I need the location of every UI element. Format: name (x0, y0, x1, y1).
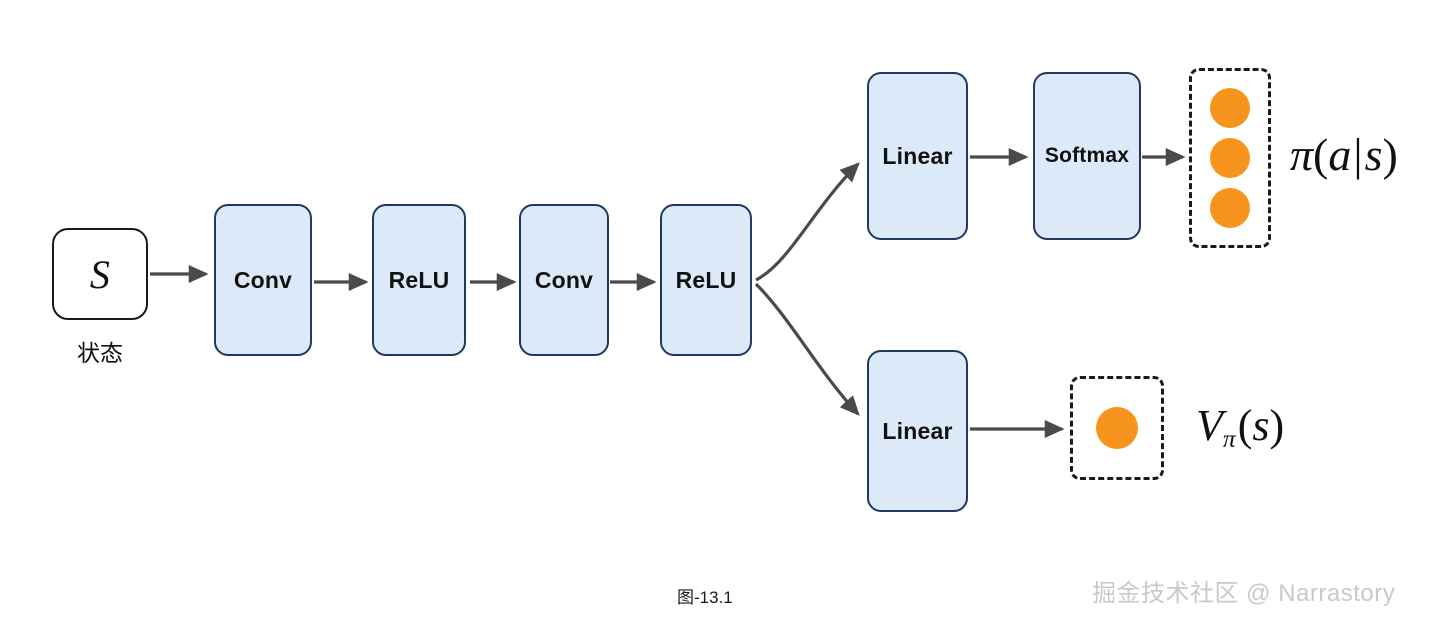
node-state[interactable]: S (52, 228, 148, 320)
policy-label-bar: | (1353, 129, 1363, 180)
value-label-v: V (1196, 401, 1223, 450)
node-conv-2-label: Conv (534, 266, 594, 293)
value-label-open-paren: ( (1237, 401, 1253, 450)
value-label-pi-subscript: π (1222, 424, 1236, 454)
value-label: Vπ(s) (1196, 404, 1284, 452)
arrow-relu2-to-value-linear (754, 282, 860, 416)
watermark: 掘金技术社区 @ Narrastory (1092, 580, 1396, 607)
value-output-group (1070, 376, 1164, 480)
policy-output-dot-2 (1210, 138, 1250, 178)
node-softmax-label: Softmax (1044, 144, 1130, 167)
node-softmax[interactable]: Softmax (1033, 72, 1141, 240)
arrow-relu2-to-policy-linear (755, 162, 860, 282)
value-label-state: s (1252, 401, 1270, 450)
policy-output-group (1189, 68, 1271, 248)
node-state-label: S (89, 251, 111, 297)
node-relu-1[interactable]: ReLU (372, 204, 466, 356)
figure-caption: 图-13.1 (677, 588, 733, 607)
node-value-linear-label: Linear (882, 417, 953, 444)
policy-label-open-paren: ( (1313, 129, 1329, 180)
node-relu-2-label: ReLU (675, 266, 737, 293)
node-conv-1-label: Conv (233, 266, 293, 293)
node-relu-2[interactable]: ReLU (660, 204, 752, 356)
value-label-close-paren: ) (1269, 401, 1285, 450)
node-value-linear[interactable]: Linear (867, 350, 968, 512)
node-policy-linear[interactable]: Linear (867, 72, 968, 240)
policy-label-action: a (1328, 129, 1352, 180)
node-policy-linear-label: Linear (882, 142, 953, 169)
state-sublabel: 状态 (77, 340, 123, 366)
policy-label-state: s (1364, 129, 1383, 180)
node-conv-1[interactable]: Conv (214, 204, 312, 356)
value-output-dot-1 (1096, 407, 1138, 449)
policy-label-close-paren: ) (1382, 129, 1398, 180)
policy-label-pi: π (1290, 129, 1314, 180)
node-conv-2[interactable]: Conv (519, 204, 609, 356)
policy-label: π(a|s) (1290, 132, 1398, 178)
node-relu-1-label: ReLU (388, 266, 450, 293)
policy-output-dot-3 (1210, 188, 1250, 228)
policy-output-dot-1 (1210, 88, 1250, 128)
